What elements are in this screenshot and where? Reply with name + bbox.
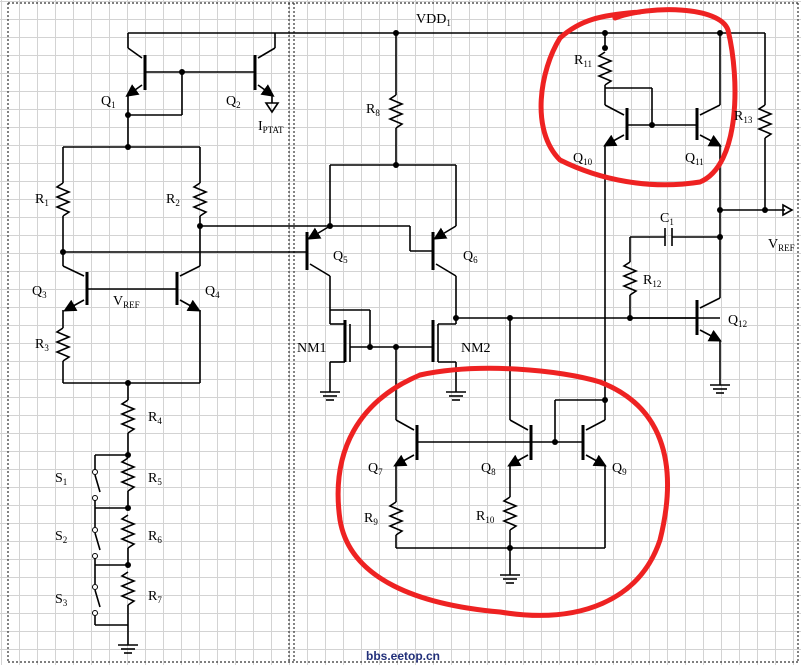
q10-label: Q10: [573, 151, 593, 167]
c1-label: C1: [660, 211, 674, 227]
q5-label: Q5: [333, 249, 348, 265]
r13-label: R13: [734, 109, 753, 125]
q11-label: Q11: [685, 151, 704, 167]
vdd-rail: [128, 30, 766, 105]
s1-label: S1: [55, 471, 67, 487]
r3-label: R3: [35, 337, 49, 353]
r12-label: R12: [643, 273, 661, 289]
r8-label: R8: [366, 102, 380, 118]
nm2-label: NM2: [461, 341, 491, 356]
q12-output: [621, 210, 730, 394]
q1-label: Q1: [101, 94, 116, 110]
block-boundaries: [7, 2, 799, 663]
r4-label: R4: [148, 410, 162, 426]
highlight-marks: [335, 7, 738, 618]
q8-label: Q8: [481, 461, 496, 477]
q4-label: Q4: [205, 284, 220, 300]
q9-label: Q9: [612, 461, 627, 477]
q3-label: Q3: [32, 284, 47, 300]
q10-q11: [596, 33, 794, 400]
s2-label: S2: [55, 529, 67, 545]
r9-label: R9: [364, 511, 378, 527]
vref-output-label: VREF: [768, 237, 795, 253]
q1-q2-mirror: [125, 33, 280, 150]
iptat-label: IPTAT: [258, 119, 284, 135]
q12-label: Q12: [728, 313, 747, 329]
s3-label: S3: [55, 592, 68, 608]
q7-label: Q7: [368, 461, 383, 477]
nmos-mirror: [320, 309, 720, 401]
r5-label: R5: [148, 471, 162, 487]
vdd-label: VDD1: [416, 12, 451, 28]
nm1-label: NM1: [297, 341, 327, 356]
r11-label: R11: [574, 53, 592, 69]
q7-q8-q9: [387, 318, 608, 584]
watermark: bbs.eetop.cn: [366, 649, 440, 663]
q6-label: Q6: [463, 249, 478, 265]
labels: VDD1 IPTAT VREF VREF NM1 NM2 Q1 Q2 Q3 Q4…: [32, 12, 795, 663]
r2-label: R2: [166, 192, 180, 208]
q2-label: Q2: [226, 94, 241, 110]
r6-label: R6: [148, 529, 162, 545]
r1-label: R1: [35, 192, 49, 208]
r1-r2-q3-q4: [54, 146, 209, 386]
vref-inner-label: VREF: [113, 294, 140, 310]
trim-ladder: [92, 383, 138, 654]
q5-q6-pair: [197, 33, 457, 318]
r10-label: R10: [476, 509, 495, 525]
r7-label: R7: [148, 589, 162, 605]
